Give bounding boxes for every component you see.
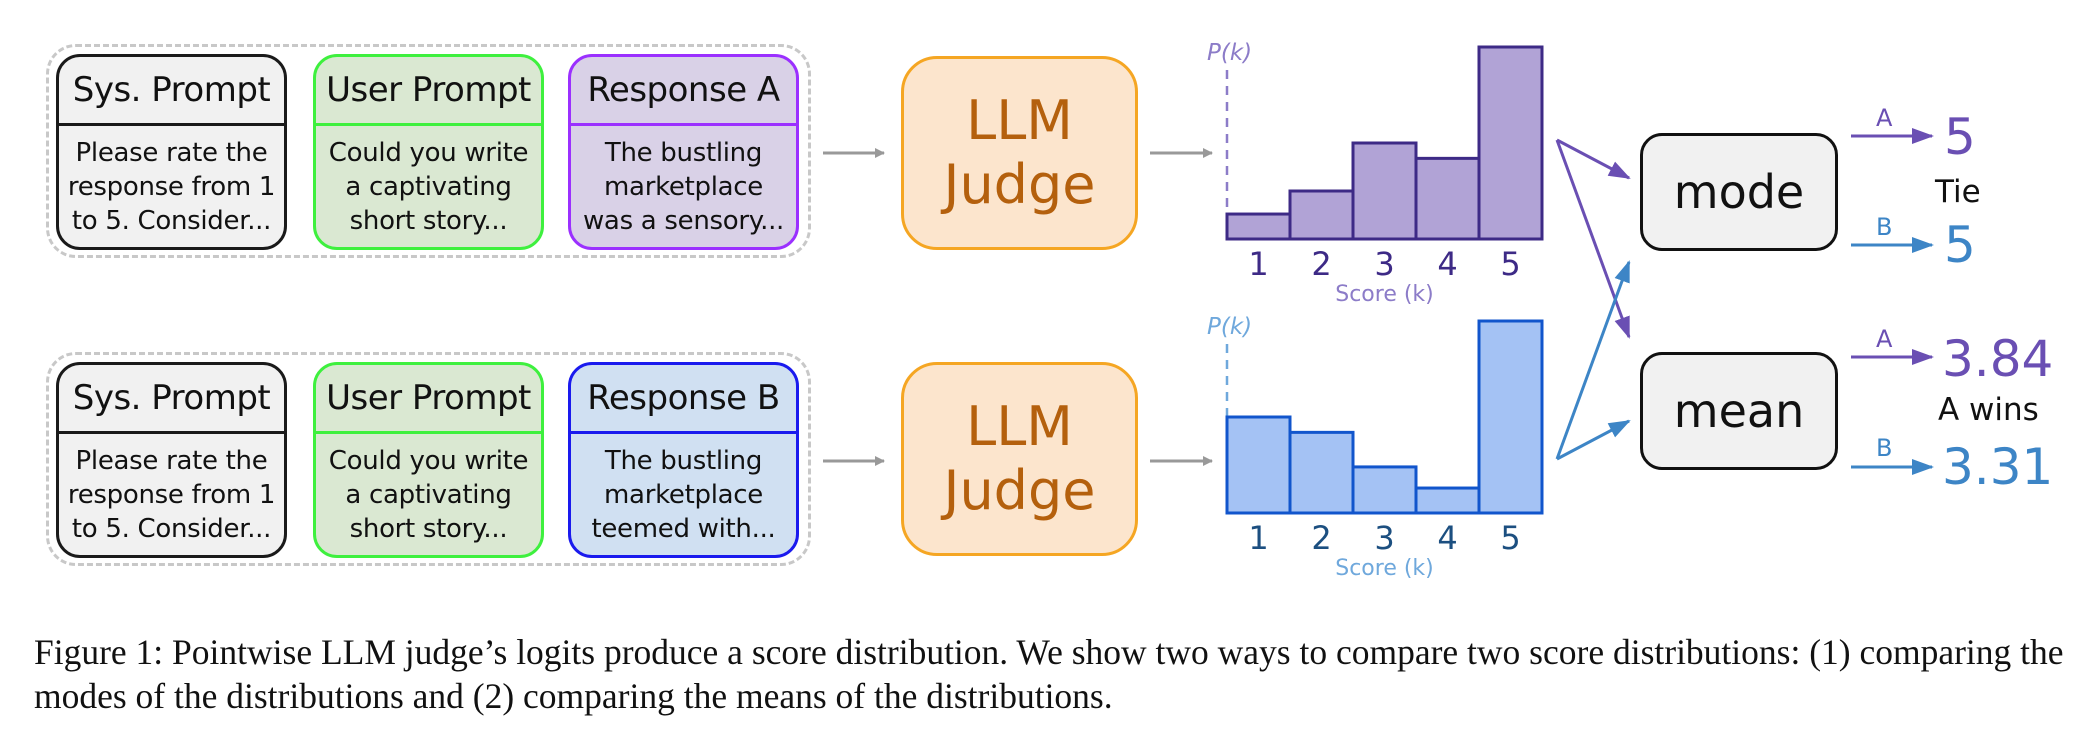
x-tick-label-4: 4 (1437, 519, 1457, 557)
x-tick-label-5: 5 (1500, 519, 1520, 557)
x-tick-label-4: 4 (1437, 245, 1457, 283)
y-axis-label: P(k) (1207, 314, 1252, 340)
arrow-dist-b-to-mean (1556, 419, 1631, 461)
bar-score-5 (1477, 45, 1544, 241)
sys-prompt-title: Sys. Prompt (59, 365, 284, 434)
input-group-b (46, 352, 811, 566)
llm-judge-box-b: LLM Judge (901, 362, 1138, 556)
x-axis-label: Score (k) (1335, 556, 1434, 581)
mode-score-b: 5 (1944, 216, 1976, 274)
bar-score-2 (1288, 189, 1355, 241)
sys-prompt-title: Sys. Prompt (59, 57, 284, 126)
mean-score-a: 3.84 (1942, 330, 2054, 388)
user-prompt-title: User Prompt (316, 365, 541, 434)
bar-score-4 (1414, 156, 1481, 241)
response-b-title: Response B (571, 365, 796, 434)
llm-judge-label-line2: Judge (943, 459, 1096, 522)
x-tick-label-3: 3 (1374, 519, 1394, 557)
mode-score-a: 5 (1944, 108, 1976, 166)
x-tick-label-3: 3 (1374, 245, 1394, 283)
arrow-dist-a-to-mode (1556, 138, 1631, 180)
x-tick-label-1: 1 (1248, 519, 1268, 557)
llm-judge-label-line1: LLM (966, 395, 1073, 458)
x-tick-label-5: 5 (1500, 245, 1520, 283)
bar-score-2 (1288, 430, 1355, 515)
x-tick-label-1: 1 (1248, 245, 1268, 283)
x-axis-label: Score (k) (1335, 282, 1434, 307)
y-axis-label: P(k) (1207, 40, 1252, 66)
bar-score-1 (1225, 212, 1292, 241)
llm-judge-box-a: LLM Judge (901, 56, 1138, 250)
arrow-dist-a-to-mean (1555, 139, 1631, 339)
mean-operation-box: mean (1640, 352, 1838, 470)
mode-arrow-label-b: B (1876, 213, 1893, 241)
input-group-a (46, 44, 811, 258)
bar-score-1 (1225, 415, 1292, 515)
x-tick-label-2: 2 (1311, 245, 1331, 283)
mode-label: mode (1673, 165, 1805, 219)
bar-score-3 (1351, 141, 1418, 241)
arrow-dist-b-to-mode (1555, 260, 1631, 460)
llm-judge-label-line2: Judge (943, 153, 1096, 216)
x-tick-label-2: 2 (1311, 519, 1331, 557)
bar-score-3 (1351, 465, 1418, 515)
bar-score-4 (1414, 486, 1481, 515)
mean-verdict: A wins (1938, 392, 2039, 428)
user-prompt-title: User Prompt (316, 57, 541, 126)
mean-arrow-label-a: A (1876, 325, 1893, 353)
mode-operation-box: mode (1640, 133, 1838, 251)
llm-judge-label-line1: LLM (966, 89, 1073, 152)
mean-label: mean (1673, 384, 1805, 438)
mode-arrow-label-a: A (1876, 104, 1893, 132)
mean-score-b: 3.31 (1942, 438, 2054, 496)
bar-score-5 (1477, 319, 1544, 515)
mean-arrow-label-b: B (1876, 434, 1893, 462)
mode-verdict: Tie (1935, 174, 1981, 210)
response-a-title: Response A (571, 57, 796, 126)
figure-caption: Figure 1: Pointwise LLM judge’s logits p… (34, 632, 2064, 716)
